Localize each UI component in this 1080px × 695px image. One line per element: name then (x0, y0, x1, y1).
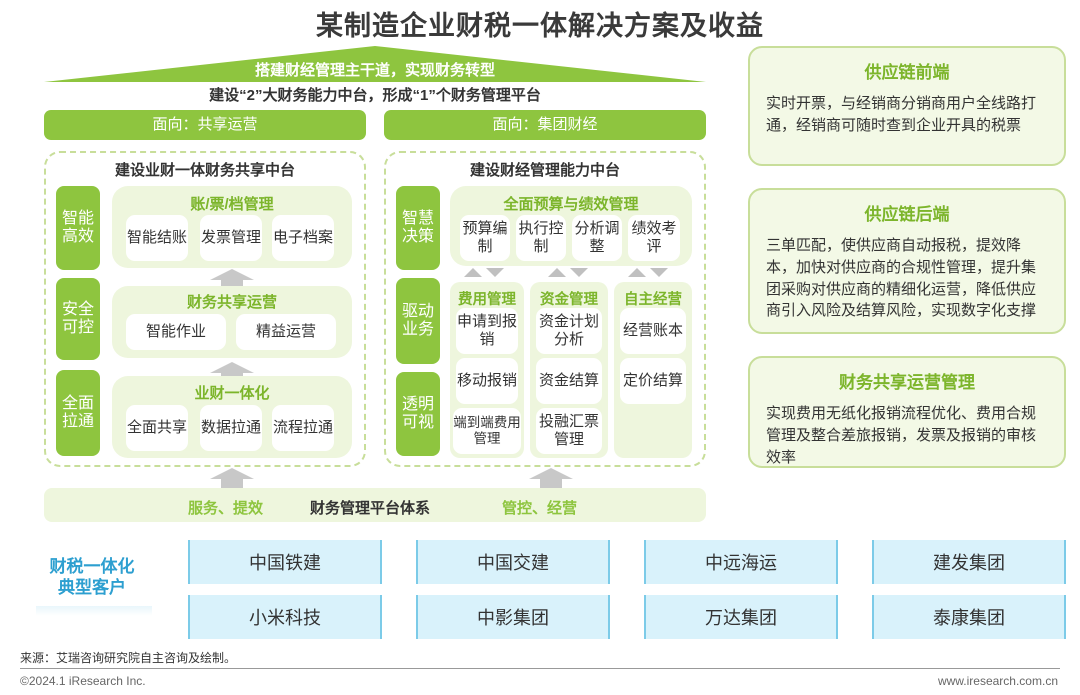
side-panel-sharing-ops: 财务共享运营管理 实现费用无纸化报销流程优化、费用合规管理及整合差旅报销，发票及… (748, 356, 1066, 468)
side-panel-title: 财务共享运营管理 (839, 373, 975, 392)
customers-label-shadow (36, 606, 152, 616)
up-arrow-head (210, 468, 254, 479)
down-triangle (570, 268, 588, 277)
right-audience-bar: 面向：集团财经 (384, 110, 706, 140)
customer-card: 泰康集团 (872, 595, 1066, 639)
roof-text: 搭建财经管理主干道，实现财务转型 (254, 62, 495, 79)
chip-analysis-adjust: 分析调整 (572, 215, 622, 261)
right-panel-title: 建设财经管理能力中台 (469, 162, 620, 179)
chip-financing-bill-management: 投融汇票管理 (536, 408, 602, 454)
block-title: 业财一体化 (194, 385, 270, 402)
platform-subtitle: 建设“2”大财务能力中台，形成“1”个财务管理平台 (209, 87, 541, 104)
vbar-drive-business: 驱动业务 (396, 278, 440, 364)
chip-end-to-end-expense: 端到端费用管理 (453, 408, 521, 454)
chip-pricing-settlement: 定价结算 (620, 358, 686, 404)
up-arrow (221, 478, 243, 488)
up-arrow (221, 372, 243, 376)
chip-smart-operation: 智能作业 (126, 314, 226, 350)
chip-invoice-management: 发票管理 (200, 215, 262, 261)
up-arrow-head (529, 468, 573, 479)
customer-card: 中影集团 (416, 595, 610, 639)
up-triangle (548, 268, 566, 277)
chip-fund-plan-analysis: 资金计划分析 (536, 308, 602, 354)
vbar-full-connect: 全面拉通 (56, 370, 100, 456)
customers-label-line1: 财税一体化 (49, 557, 135, 576)
down-triangle (650, 268, 668, 277)
down-triangle (486, 268, 504, 277)
up-arrow-head (210, 362, 254, 373)
vbar-smart-efficient: 智能高效 (56, 186, 100, 270)
customers-label-line2: 典型客户 (58, 578, 126, 598)
base-center-text: 财务管理平台体系 (310, 500, 431, 517)
chip-full-sharing: 全面共享 (126, 405, 188, 451)
chip-execution-control: 执行控制 (516, 215, 566, 261)
chip-apply-to-reimburse: 申请到报销 (456, 308, 518, 354)
source-note: 来源：艾瑞咨询研究院自主咨询及绘制。 (20, 651, 237, 665)
vbar-transparent-visible: 透明可视 (396, 372, 440, 456)
side-panel-supply-back: 供应链后端 三单匹配，使供应商自动报税，提效降本，加快对供应商的合规性管理，提升… (748, 188, 1066, 334)
column-title: 资金管理 (540, 292, 598, 308)
left-audience-bar: 面向：共享运营 (44, 110, 366, 140)
side-panel-text: 实时开票，与经销商分销商用户全线路打通，经销商可随时查到企业开具的税票 (766, 95, 1037, 134)
side-panel-supply-front: 供应链前端 实时开票，与经销商分销商用户全线路打通，经销商可随时查到企业开具的税… (748, 46, 1066, 166)
page-title: 某制造企业财税一体解决方案及收益 (316, 11, 764, 41)
vbar-secure-controllable: 安全可控 (56, 278, 100, 360)
up-triangle (464, 268, 482, 277)
up-arrow (221, 280, 243, 286)
footer-copyright: ©2024.1 iResearch Inc. (20, 674, 146, 688)
customer-card: 万达集团 (644, 595, 838, 639)
customer-card: 中国铁建 (188, 540, 382, 584)
customer-card: 中远海运 (644, 540, 838, 584)
footer-website: www.iresearch.com.cn (937, 674, 1058, 688)
up-triangle (628, 268, 646, 277)
left-panel-title: 建设业财一体财务共享中台 (114, 162, 295, 179)
block-title: 全面预算与绩效管理 (503, 196, 639, 213)
customer-card: 小米科技 (188, 595, 382, 639)
base-right-text: 管控、经营 (502, 500, 578, 517)
chip-operation-ledger: 经营账本 (620, 308, 686, 354)
chip-lean-operation: 精益运营 (236, 314, 336, 350)
up-arrow-head (210, 269, 254, 280)
block-title: 账/票/档管理 (190, 196, 274, 213)
block-title: 财务共享运营 (186, 294, 277, 311)
chip-data-connect: 数据拉通 (200, 405, 262, 451)
customer-card: 中国交建 (416, 540, 610, 584)
chip-electronic-archive: 电子档案 (272, 215, 334, 261)
chip-budget-preparation: 预算编制 (460, 215, 510, 261)
chip-fund-settlement: 资金结算 (536, 358, 602, 404)
chip-performance-eval: 绩效考评 (628, 215, 680, 261)
chip-mobile-reimburse: 移动报销 (456, 358, 518, 404)
chip-smart-closing: 智能结账 (126, 215, 188, 261)
customers-label: 财税一体化 典型客户 (30, 556, 154, 599)
up-arrow (540, 478, 562, 488)
roof-banner (44, 46, 706, 82)
column-title: 自主经营 (624, 292, 682, 308)
side-panel-title: 供应链前端 (864, 63, 950, 82)
chip-process-connect: 流程拉通 (272, 405, 334, 451)
footer-divider (20, 668, 1060, 669)
customer-card: 建发集团 (872, 540, 1066, 584)
side-panel-text: 实现费用无纸化报销流程优化、费用合规管理及整合差旅报销，发票及报销的审核效率 (766, 405, 1037, 466)
column-title: 费用管理 (458, 292, 516, 308)
base-left-text: 服务、提效 (188, 500, 264, 517)
platform-base-bar (44, 488, 706, 522)
side-panel-title: 供应链后端 (864, 205, 950, 224)
side-panel-text: 三单匹配，使供应商自动报税，提效降本，加快对供应商的合规性管理，提升集团采购对供… (766, 237, 1037, 320)
vbar-smart-decision: 智慧决策 (396, 186, 440, 270)
